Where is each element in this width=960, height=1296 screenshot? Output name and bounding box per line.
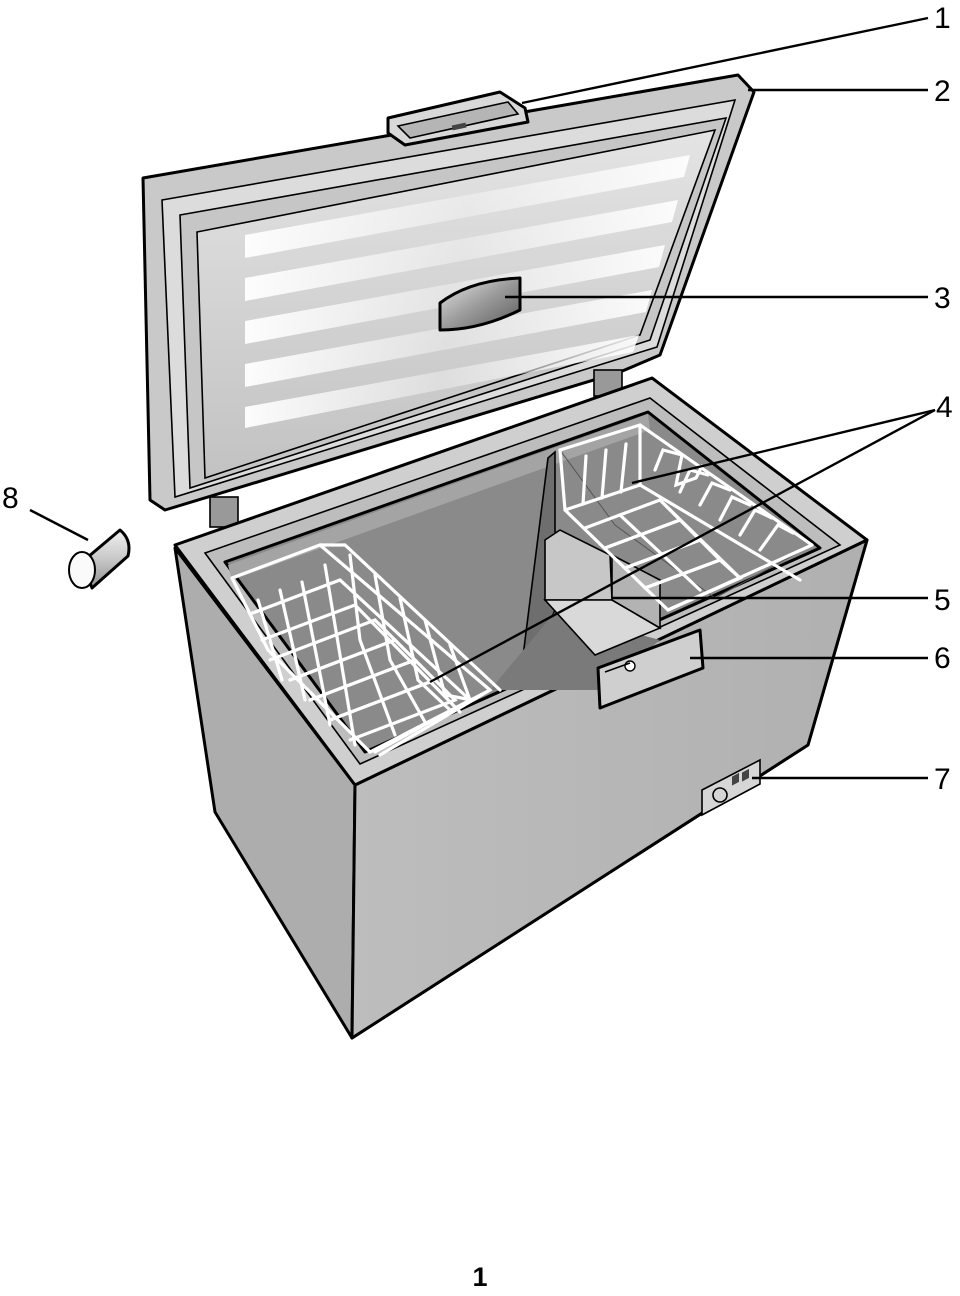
spare-part — [68, 528, 131, 590]
lid-stripes — [245, 155, 690, 428]
page-number: 1 — [472, 1262, 488, 1292]
control-panel — [596, 628, 705, 710]
callout-2: 2 — [934, 75, 951, 108]
right-basket — [558, 423, 814, 612]
lid-handle — [386, 90, 530, 147]
left-basket — [230, 543, 502, 757]
callout-4: 4 — [936, 391, 953, 424]
rating-label — [701, 758, 761, 817]
leader-lines — [29, 16, 936, 780]
callout-1: 1 — [934, 2, 951, 35]
callout-7: 7 — [934, 763, 951, 796]
interior-light — [438, 276, 522, 332]
callout-labels: 1 2 3 4 5 6 7 8 — [2, 2, 953, 796]
callout-6: 6 — [934, 642, 951, 675]
compressor-step — [543, 529, 662, 656]
callout-5: 5 — [934, 584, 951, 617]
callout-8: 8 — [2, 482, 19, 515]
callout-3: 3 — [934, 282, 951, 315]
lid — [141, 73, 756, 512]
